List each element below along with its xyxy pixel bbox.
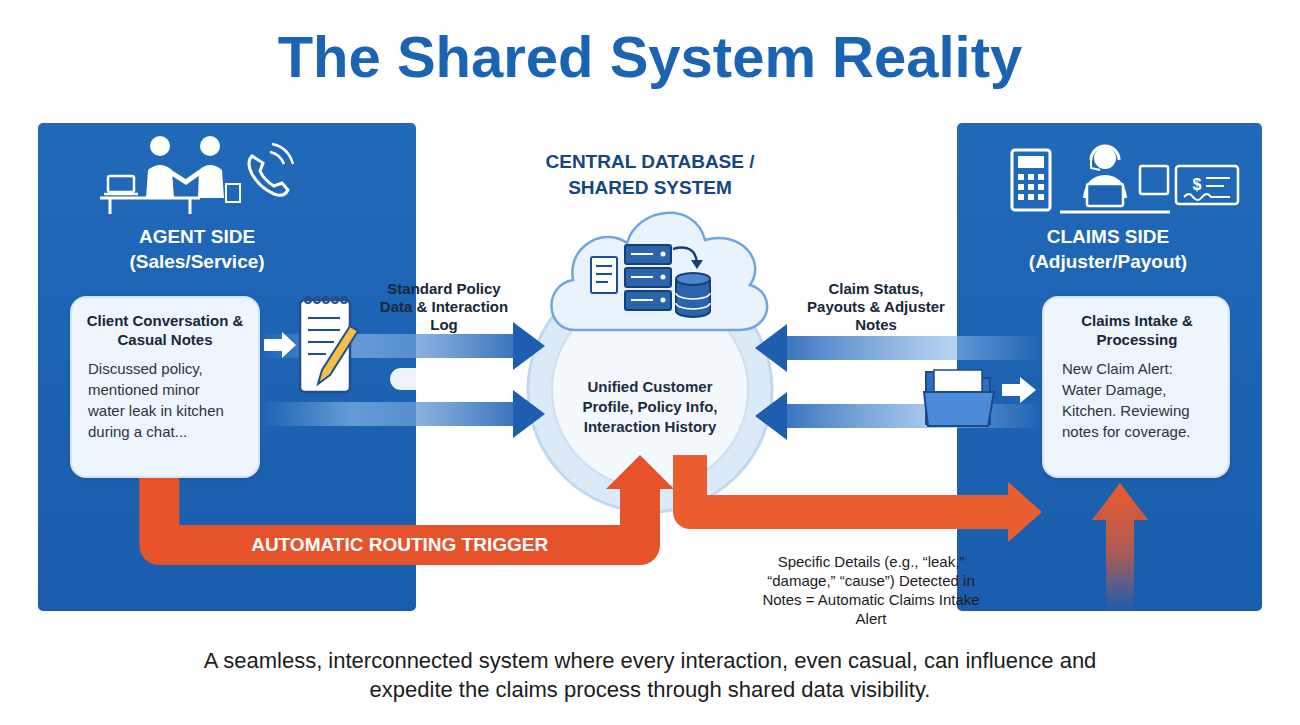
notepad-icon bbox=[300, 297, 358, 392]
notepad-icon bbox=[308, 341, 334, 343]
server-icon bbox=[625, 268, 671, 287]
meeting-icon bbox=[189, 198, 192, 214]
diagram-title: The Shared System Reality bbox=[0, 22, 1300, 92]
database-icon bbox=[676, 273, 710, 285]
calculator-icon bbox=[1038, 194, 1044, 200]
notepad-icon bbox=[308, 317, 340, 319]
meeting-icon bbox=[104, 193, 138, 196]
database-cloud: CENTRAL DATABASE / SHARED SYSTEMUnified … bbox=[545, 145, 755, 455]
currency-sign: $ bbox=[1187, 175, 1207, 195]
calculator-icon bbox=[1028, 194, 1034, 200]
check-icon bbox=[1206, 185, 1224, 187]
calculator-icon bbox=[1038, 174, 1044, 180]
card-heading: Client Conversation & Casual Notes bbox=[82, 311, 248, 349]
arrow-band bbox=[785, 336, 1042, 360]
database-icon bbox=[676, 293, 710, 299]
calculator-icon bbox=[1028, 174, 1034, 180]
server-icon bbox=[631, 299, 653, 301]
trigger-label: AUTOMATIC ROUTING TRIGGER bbox=[230, 533, 570, 557]
document-icon bbox=[591, 257, 617, 293]
meeting-icon bbox=[198, 165, 224, 198]
diagram-caption: A seamless, interconnected system where … bbox=[200, 646, 1100, 704]
notepad-icon bbox=[314, 297, 320, 303]
alert-card: Claims Intake & ProcessingNew Claim Aler… bbox=[1042, 296, 1230, 478]
meeting-icon bbox=[200, 136, 220, 156]
document-icon bbox=[591, 257, 617, 293]
panel-heading: AGENT SIDE (Sales/Service) bbox=[97, 224, 297, 274]
server-icon bbox=[631, 276, 653, 278]
meeting-icon bbox=[109, 198, 112, 214]
calculator-icon bbox=[1018, 156, 1044, 168]
sync-arrow bbox=[691, 260, 703, 269]
card-body: Discussed policy, mentioned minor water … bbox=[88, 358, 240, 442]
document-icon bbox=[596, 281, 608, 283]
database-icon bbox=[676, 303, 710, 309]
arrow-band bbox=[785, 404, 1042, 428]
sync-arrow bbox=[673, 248, 703, 269]
adjuster-icon bbox=[1060, 211, 1170, 214]
calculator-icon bbox=[1018, 174, 1024, 180]
server-icon bbox=[661, 252, 666, 257]
server-icon bbox=[625, 245, 671, 264]
notepad-icon bbox=[308, 353, 326, 355]
database-icon bbox=[676, 273, 710, 317]
server-icon bbox=[661, 275, 666, 280]
flow-label: Claim Status, Payouts & Adjuster Notes bbox=[805, 280, 947, 334]
arrow-band bbox=[260, 334, 515, 358]
folder-icon bbox=[924, 370, 994, 426]
note-card: Client Conversation & Casual NotesDiscus… bbox=[70, 296, 260, 478]
gap-pill bbox=[390, 368, 505, 390]
meeting-icon bbox=[150, 136, 170, 156]
flow-label: Standard Policy Data & Interaction Log bbox=[373, 280, 515, 334]
server-icon bbox=[661, 298, 666, 303]
calculator-icon bbox=[1018, 184, 1024, 190]
flow-hint-arrow bbox=[264, 332, 296, 358]
folder-icon bbox=[924, 392, 994, 426]
arrow-band bbox=[260, 402, 515, 426]
server-icon bbox=[625, 291, 671, 310]
alert-note: Specific Details (e.g., “leak,” “damage,… bbox=[760, 552, 982, 628]
adjuster-icon bbox=[1087, 184, 1123, 206]
gap-pill bbox=[795, 370, 910, 392]
meeting-icon bbox=[146, 165, 174, 198]
calculator-icon bbox=[1018, 194, 1024, 200]
server-icon bbox=[625, 245, 671, 310]
document-icon bbox=[596, 265, 612, 267]
notepad-icon bbox=[305, 297, 311, 303]
notepad-icon bbox=[323, 297, 329, 303]
notepad-icon bbox=[332, 297, 338, 303]
hub-body: Unified Customer Profile, Policy Info, I… bbox=[560, 377, 740, 437]
calculator-icon bbox=[1028, 184, 1034, 190]
notepad-icon bbox=[308, 329, 340, 331]
card-heading: Claims Intake & Processing bbox=[1054, 311, 1220, 349]
document-icon bbox=[596, 273, 612, 275]
calculator-icon bbox=[1038, 184, 1044, 190]
adjuster-icon bbox=[1094, 147, 1116, 169]
notepad-icon bbox=[341, 297, 347, 303]
server-icon bbox=[631, 253, 653, 255]
hub-heading: CENTRAL DATABASE / SHARED SYSTEM bbox=[515, 149, 785, 201]
card-body: New Claim Alert: Water Damage, Kitchen. … bbox=[1062, 358, 1194, 442]
cloud-outline bbox=[551, 213, 767, 330]
check-icon bbox=[1206, 177, 1230, 179]
panel-heading: CLAIMS SIDE (Adjuster/Payout) bbox=[1008, 224, 1208, 274]
